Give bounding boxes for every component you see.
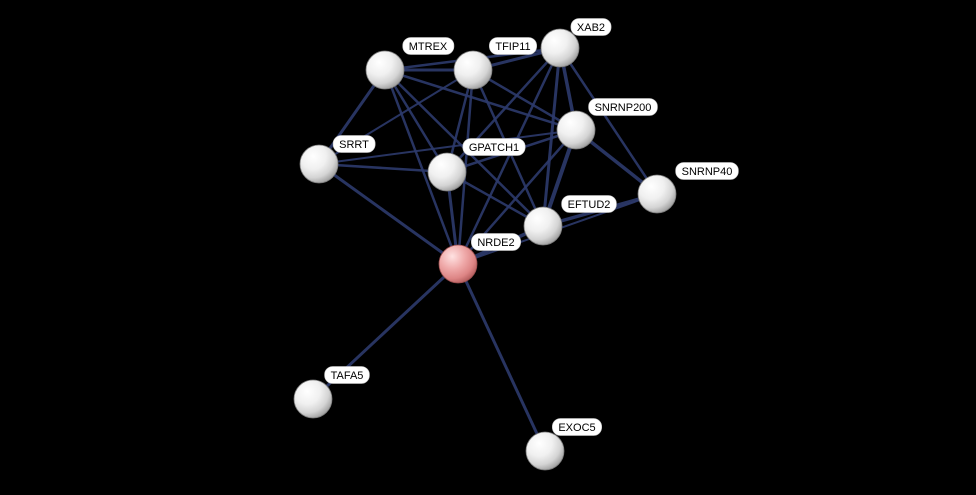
node-label-text: SNRNP200: [595, 102, 652, 114]
node-label-text: EXOC5: [558, 422, 595, 434]
node-label-TAFA5: TAFA5: [324, 366, 370, 384]
node-label-text: SRRT: [339, 139, 369, 151]
node-NRDE2[interactable]: [438, 244, 478, 284]
edge-MTREX-SNRNP200[interactable]: [383, 68, 578, 132]
node-label-EXOC5: EXOC5: [552, 418, 602, 436]
edge-SNRNP200-SRRT[interactable]: [318, 129, 577, 165]
node-label-text: XAB2: [577, 22, 605, 34]
node-EFTUD2[interactable]: [523, 206, 563, 246]
node-label-bg: [324, 366, 370, 384]
node-TFIP11[interactable]: [453, 50, 493, 90]
node-label-bg: [332, 135, 376, 153]
node-XAB2[interactable]: [540, 28, 580, 68]
node-label-SNRNP200: SNRNP200: [588, 98, 658, 116]
node-label-text: EFTUD2: [568, 199, 611, 211]
node-label-XAB2: XAB2: [570, 18, 612, 36]
node-label-bg: [675, 162, 739, 180]
nodes-layer: [293, 28, 677, 471]
node-label-bg: [552, 418, 602, 436]
node-label-text: TFIP11: [495, 41, 530, 53]
node-label-MTREX: MTREX: [402, 37, 455, 55]
node-TAFA5[interactable]: [293, 379, 333, 419]
node-label-SRRT: SRRT: [332, 135, 376, 153]
node-label-text: GPATCH1: [469, 142, 519, 154]
node-GPATCH1[interactable]: [427, 152, 467, 192]
node-label-text: MTREX: [409, 41, 448, 53]
edge-TFIP11-SNRNP200[interactable]: [471, 68, 578, 132]
node-label-text: SNRNP40: [682, 166, 733, 178]
edge-SRRT-NRDE2[interactable]: [317, 162, 460, 266]
edge-XAB2-NRDE2[interactable]: [456, 46, 562, 266]
node-label-bg: [588, 98, 658, 116]
node-label-TFIP11: TFIP11: [489, 37, 537, 55]
node-label-bg: [561, 195, 617, 213]
node-label-GPATCH1: GPATCH1: [462, 138, 526, 156]
node-label-EFTUD2: EFTUD2: [561, 195, 617, 213]
node-label-NRDE2: NRDE2: [471, 233, 521, 251]
node-label-bg: [402, 37, 455, 55]
edge-XAB2-SNRNP40[interactable]: [558, 46, 659, 196]
node-label-bg: [471, 233, 521, 251]
node-SNRNP200[interactable]: [556, 110, 596, 150]
edge-MTREX-GPATCH1[interactable]: [383, 68, 449, 174]
node-SRRT[interactable]: [299, 144, 339, 184]
node-label-text: TAFA5: [331, 370, 364, 382]
node-SNRNP40[interactable]: [637, 174, 677, 214]
node-label-bg: [489, 37, 537, 55]
edge-SRRT-GPATCH1[interactable]: [317, 162, 449, 174]
edge-NRDE2-EXOC5[interactable]: [456, 262, 547, 453]
node-label-SNRNP40: SNRNP40: [675, 162, 739, 180]
node-label-bg: [570, 18, 612, 36]
node-MTREX[interactable]: [365, 50, 405, 90]
node-EXOC5[interactable]: [525, 431, 565, 471]
node-label-text: NRDE2: [477, 237, 514, 249]
edge-MTREX-NRDE2[interactable]: [383, 68, 460, 266]
node-label-bg: [462, 138, 526, 156]
